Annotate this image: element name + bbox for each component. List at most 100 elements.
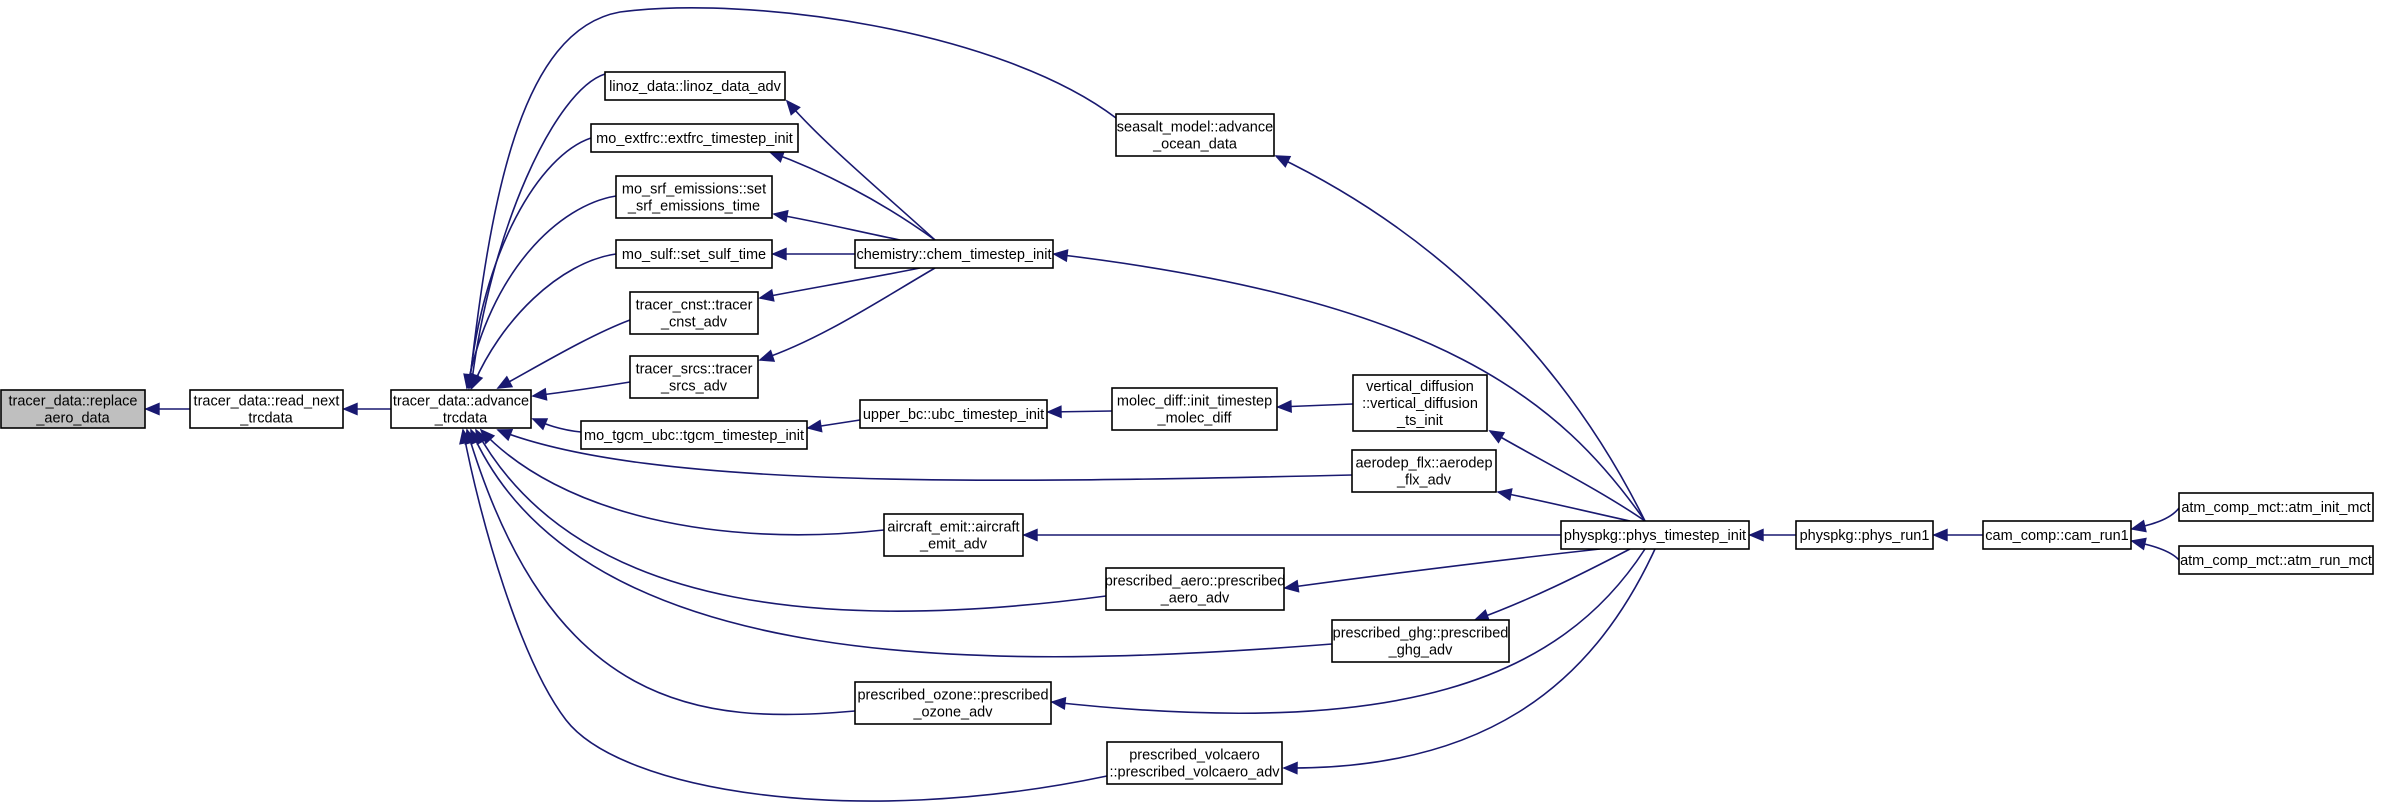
node-label-line: linoz_data::linoz_data_adv [609,79,781,95]
node-aircraft[interactable]: aircraft_emit::aircraft_emit_adv [883,513,1024,557]
edge-advance-to-read-next [342,402,391,416]
edge-line [1275,155,1646,522]
node-seasalt[interactable]: seasalt_model::advance_ocean_data [1115,113,1275,157]
node-label-line: cam_comp::cam_run1 [1985,528,2128,544]
edge-arrowhead [758,349,776,362]
node-presc-ozone[interactable]: prescribed_ozone::prescribed_ozone_adv [854,681,1052,725]
edge-arrowhead [1046,405,1062,419]
node-box [1982,520,2132,550]
edge-aerodep-to-phys-ts [1496,488,1631,522]
node-presc-volc[interactable]: prescribed_volcaero::prescribed_volcaero… [1106,741,1283,785]
node-aerodep[interactable]: aerodep_flx::aerodep_flx_adv [1351,449,1497,493]
node-label-line: mo_srf_emissions::set [622,182,766,198]
node-vdiff[interactable]: vertical_diffusion::vertical_diffusion_t… [1352,374,1488,432]
node-ubc[interactable]: upper_bc::ubc_timestep_init [859,399,1048,429]
node-label-line: tracer_cnst::tracer [636,298,753,314]
node-box [1106,741,1283,785]
node-box [1105,567,1285,611]
edge-line [532,381,631,397]
edge-phys-run1-to-cam-run1 [1932,528,1983,542]
node-label-line: prescribed_aero::prescribed [1105,574,1286,590]
node-box [189,389,344,429]
edge-tgcm-to-ubc [806,419,861,433]
node-label-line: _emit_adv [919,537,988,553]
node-label-line: tracer_data::advance [393,394,529,410]
edge-tgcm-to-advance [531,418,582,433]
edge-line [773,213,901,241]
edge-molec-to-vdiff [1276,399,1354,414]
edge-srcs-to-chem [758,267,936,362]
edge-line [497,429,1353,482]
node-linoz[interactable]: linoz_data::linoz_data_adv [604,71,786,101]
node-cnst[interactable]: tracer_cnst::tracer_cnst_adv [629,291,759,335]
node-extfrc[interactable]: mo_extfrc::extfrc_timestep_init [590,123,799,153]
node-phys-ts[interactable]: physpkg::phys_timestep_init [1560,520,1750,550]
node-cam-run1[interactable]: cam_comp::cam_run1 [1982,520,2132,550]
node-molec[interactable]: molec_diff::init_timestep_molec_diff [1111,387,1278,431]
node-label-line: tracer_data::read_next [194,394,340,410]
node-box [859,399,1048,429]
node-box [629,291,759,335]
node-srf[interactable]: mo_srf_emissions::set_srf_emissions_time [615,175,773,219]
edge-cnst-to-advance [496,319,631,389]
node-advance[interactable]: tracer_data::advance_trcdata [390,389,532,429]
edge-arrowhead [459,428,472,445]
edge-line [470,73,606,389]
edge-arrowhead [1052,249,1069,263]
edge-arrowhead [144,402,160,416]
node-box [390,389,532,429]
node-box [615,239,773,269]
node-label-line: aerodep_flx::aerodep [1355,456,1492,472]
edge-line [480,429,885,536]
node-label-line: molec_diff::init_timestep [1117,394,1272,410]
edge-line [468,137,592,389]
node-label-line: chemistry::chem_timestep_init [856,247,1051,263]
edge-arrowhead [1050,696,1067,711]
edge-arrowhead [2130,537,2147,551]
node-sulf[interactable]: mo_sulf::set_sulf_time [615,239,773,269]
node-presc-aero[interactable]: prescribed_aero::prescribed_aero_adv [1105,567,1286,611]
edge-srcs-to-advance [531,381,631,401]
edge-line [759,267,936,361]
edge-line [470,429,1333,658]
node-label-line: _ocean_data [1152,137,1238,153]
node-chem[interactable]: chemistry::chem_timestep_init [854,239,1054,269]
edge-arrowhead [464,373,478,390]
node-label-line: _flx_adv [1396,473,1452,489]
edge-seasalt-to-phys-ts [1274,155,1646,522]
node-srcs[interactable]: tracer_srcs::tracer_srcs_adv [629,355,759,399]
node-label-line: _molec_diff [1157,411,1233,427]
edge-cnst-to-chem [758,267,921,302]
node-label-line: _trcdata [434,411,488,427]
edge-presc-aero-to-phys-ts [1283,548,1601,593]
node-label-line: prescribed_ozone::prescribed [857,688,1048,704]
node-box [615,175,773,219]
edge-line [786,100,936,241]
node-atm-run[interactable]: atm_comp_mct::atm_run_mct [2178,545,2374,575]
edge-aerodep-to-advance [496,428,1353,482]
node-label-line: seasalt_model::advance [1117,120,1273,136]
node-presc-ghg[interactable]: prescribed_ghg::prescribed_ghg_adv [1331,619,1510,663]
node-label-line: mo_extfrc::extfrc_timestep_init [596,131,793,147]
edge-chem-to-phys-ts [1052,249,1646,522]
edge-ubc-to-molec [1046,405,1113,419]
node-label-line: _trcdata [239,411,293,427]
node-tgcm[interactable]: mo_tgcm_ubc::tgcm_timestep_init [580,420,808,450]
node-read-next[interactable]: tracer_data::read_next_trcdata [189,389,344,429]
edge-arrowhead [785,99,801,116]
edge-line [471,253,617,389]
edge-seasalt-to-advance [464,7,1117,390]
node-label-line: _srf_emissions_time [627,199,760,215]
node-atm-init[interactable]: atm_comp_mct::atm_init_mct [2178,492,2374,522]
edge-line [497,319,631,389]
edge-line [475,429,1107,612]
node-box [2178,492,2374,522]
edge-arrowhead [1276,399,1292,414]
node-label-line: mo_tgcm_ubc::tgcm_timestep_init [584,428,804,444]
edge-arrowhead [496,375,514,389]
edge-presc-volc-to-phys-ts [1282,548,1656,775]
node-label-line: tracer_data::replace [9,394,138,410]
node-replace[interactable]: tracer_data::replace_aero_data [0,389,146,429]
node-phys-run1[interactable]: physpkg::phys_run1 [1795,520,1934,550]
edge-line [466,195,617,389]
